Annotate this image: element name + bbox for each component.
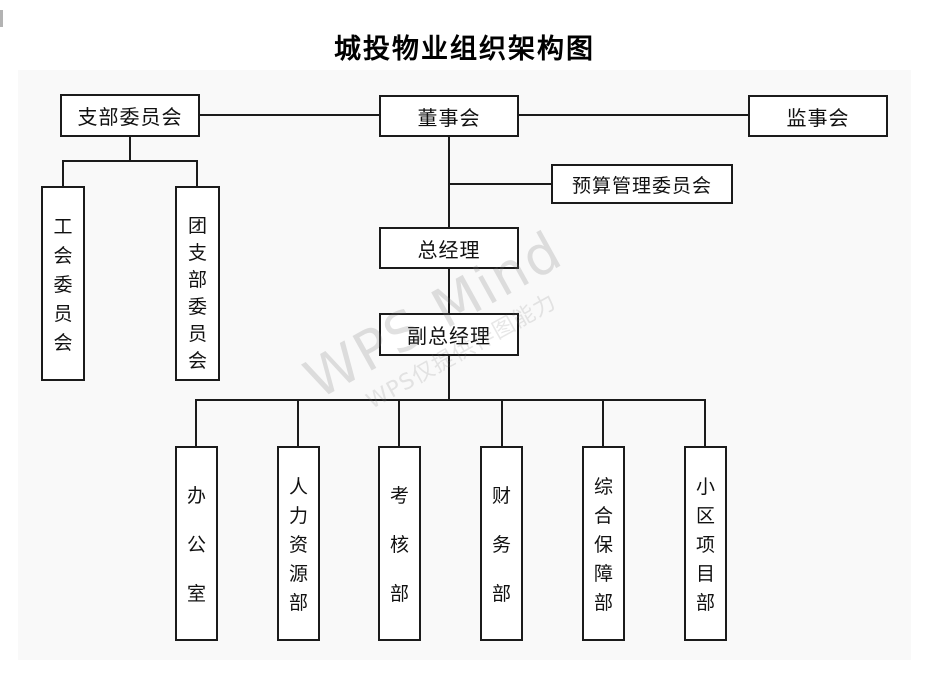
node-community-project-dept-label: 小区项目部: [695, 475, 715, 615]
connector-gm-to-dgm: [448, 268, 450, 313]
connector-to-hr: [297, 399, 299, 446]
connector-branch-split: [62, 160, 198, 162]
node-budget-management-committee-label: 预算管理委员会: [571, 174, 712, 197]
node-supervisory-board: 监事会: [748, 95, 888, 137]
node-finance-dept: 财务部: [480, 446, 523, 641]
connector-to-finance: [501, 399, 503, 446]
node-board-of-directors-label: 董事会: [417, 105, 481, 130]
node-board-of-directors: 董事会: [379, 95, 519, 137]
connector-to-youth-league: [196, 160, 198, 186]
node-branch-committee-label: 支部委员会: [77, 105, 183, 129]
connector-to-union: [62, 160, 64, 186]
connector-to-office: [195, 399, 197, 446]
left-edge-scrollbar-fragment: [0, 10, 3, 27]
node-youth-league-branch-committee-label: 团支部委员会: [187, 214, 207, 372]
node-general-manager: 总经理: [379, 227, 519, 269]
node-labor-union-committee-label: 工会委员会: [53, 215, 73, 355]
node-finance-dept-label: 财务部: [491, 485, 511, 605]
connector-to-budget-committee: [449, 183, 551, 185]
node-hr-dept: 人力资源部: [277, 446, 320, 641]
connector-department-bus: [195, 399, 706, 401]
node-general-manager-label: 总经理: [417, 237, 481, 262]
node-support-dept: 综合保障部: [582, 446, 625, 641]
node-assessment-dept: 考核部: [378, 446, 421, 641]
connector-board-to-supervisory: [519, 114, 748, 116]
node-budget-management-committee: 预算管理委员会: [551, 164, 733, 204]
connector-to-community-project: [704, 399, 706, 446]
node-youth-league-branch-committee: 团支部委员会: [175, 186, 220, 381]
node-community-project-dept: 小区项目部: [684, 446, 727, 641]
connector-to-assessment: [398, 399, 400, 446]
node-office-label: 办公室: [186, 485, 206, 605]
connector-branch-to-board: [200, 114, 379, 116]
node-deputy-general-manager-label: 副总经理: [407, 324, 491, 348]
node-supervisory-board-label: 监事会: [786, 105, 850, 130]
node-hr-dept-label: 人力资源部: [288, 475, 308, 615]
diagram-title: 城投物业组织架构图: [334, 34, 595, 65]
node-office: 办公室: [175, 446, 218, 641]
connector-dgm-down: [448, 356, 450, 401]
connector-branch-down: [129, 137, 131, 162]
node-labor-union-committee: 工会委员会: [41, 186, 85, 381]
node-support-dept-label: 综合保障部: [593, 475, 613, 615]
connector-to-support: [602, 399, 604, 446]
connector-board-to-gm: [448, 137, 450, 227]
node-branch-committee: 支部委员会: [60, 94, 200, 137]
node-deputy-general-manager: 副总经理: [379, 313, 519, 356]
node-assessment-dept-label: 考核部: [389, 485, 409, 605]
diagram-canvas: [18, 70, 911, 660]
